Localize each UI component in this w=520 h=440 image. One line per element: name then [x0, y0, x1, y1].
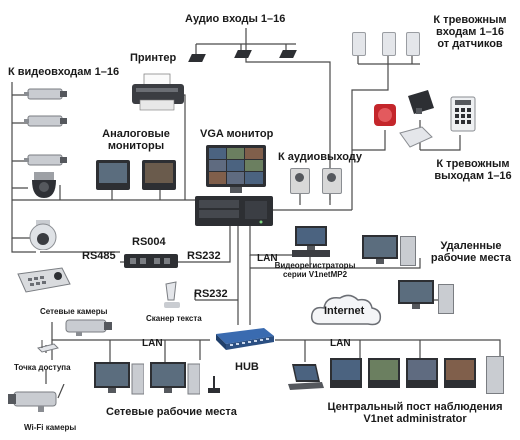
recorder-monitor-icon	[295, 226, 327, 250]
main-video-recorder	[195, 196, 273, 226]
ptz-keyboard-icon	[16, 266, 72, 294]
recorders-label: Видеорегистраторы серии V1netMP2	[274, 261, 356, 279]
wifi-cameras-label: Wi-Fi камеры	[24, 423, 77, 432]
vga-monitor-icon	[206, 145, 266, 193]
recorder-box-icon	[292, 250, 330, 257]
central-monitor-icon	[444, 358, 476, 388]
rs004-converter-icon	[124, 252, 178, 270]
camera-icon	[24, 113, 68, 129]
alarm-outputs-label: К тревожным выходам 1–16	[434, 158, 512, 183]
joystick-icon	[206, 372, 222, 394]
lan-label: LAN	[257, 253, 278, 264]
rs232-label: RS232	[187, 250, 221, 262]
speaker-icon	[290, 168, 310, 194]
rs232-label: RS232	[194, 288, 228, 300]
hub-label: HUB	[235, 361, 259, 373]
relay-box-icon	[398, 125, 434, 149]
network-workplaces-label: Сетевые рабочие места	[106, 406, 237, 418]
rs004-label: RS004	[132, 236, 166, 248]
analog-monitor-icon	[142, 160, 176, 190]
ptz-camera-icon	[26, 220, 60, 251]
remote-pc-tower-icon	[400, 236, 416, 266]
sensor-icon	[406, 32, 420, 56]
keypad-icon	[450, 96, 476, 132]
central-pc-tower-icon	[486, 356, 504, 394]
workplace-pc-icon	[94, 362, 145, 396]
rs485-label: RS485	[82, 250, 116, 262]
analog-monitors-label: Аналоговые мониторы	[102, 128, 170, 153]
wifi-camera-icon	[8, 383, 68, 414]
remote-workplaces-label: Удаленные рабочие места	[430, 240, 512, 265]
speaker-icon	[322, 168, 342, 194]
access-point-icon	[36, 340, 60, 354]
audio-output-label: К аудиовыходу	[278, 151, 363, 163]
video-inputs-label: К видеовходам 1–16	[8, 66, 120, 78]
audio-inputs-label: Аудио входы 1–16	[185, 13, 286, 25]
siren-icon	[370, 100, 400, 130]
printer-label: Принтер	[130, 52, 177, 64]
central-monitor-icon	[406, 358, 438, 388]
internet-label: Internet	[324, 305, 365, 317]
laptop-icon	[286, 362, 326, 392]
network-camera-icon	[64, 316, 114, 336]
remote-pc-monitor-icon	[398, 280, 438, 310]
central-monitor-icon	[368, 358, 400, 388]
hub-icon	[212, 326, 276, 352]
dome-camera-icon	[28, 172, 60, 200]
lan-label: LAN	[330, 338, 351, 349]
camera-icon	[24, 152, 68, 168]
access-point-label: Точка доступа	[14, 363, 71, 372]
sensor-icon	[382, 32, 396, 56]
vga-monitor-label: VGA монитор	[200, 128, 274, 140]
text-scanner-icon	[160, 280, 184, 310]
alarm-inputs-label: К тревожным входам 1–16 от датчиков	[433, 14, 507, 51]
text-scanner-label: Сканер текста	[146, 314, 202, 323]
lan-label: LAN	[142, 338, 163, 349]
workplace-pc-icon	[150, 362, 201, 396]
camera-icon	[24, 86, 68, 102]
internet-cloud-icon	[308, 290, 384, 332]
sensor-icon	[352, 32, 366, 56]
central-monitor-icon	[330, 358, 362, 388]
central-post-label: Центральный пост наблюдения V1net admini…	[327, 401, 503, 426]
analog-monitor-icon	[96, 160, 130, 190]
strobe-light-icon	[406, 88, 436, 116]
remote-pc-monitor-icon	[362, 235, 402, 265]
network-cameras-label: Сетевые камеры	[40, 307, 108, 316]
remote-pc-tower-icon	[438, 284, 454, 314]
printer-icon	[130, 72, 186, 112]
